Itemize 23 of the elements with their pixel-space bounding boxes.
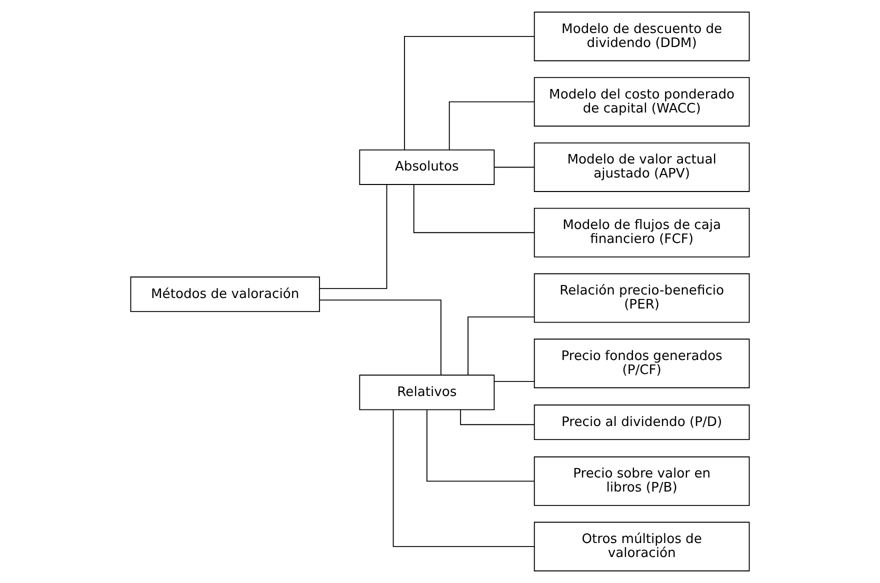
node-box: Relativos [359, 374, 495, 410]
connector [392, 409, 535, 548]
node-box: Otros múltiplos de valoración [534, 522, 750, 572]
connector [426, 409, 535, 482]
node-box: Precio al dividendo (P/D) [534, 404, 750, 440]
node-box: Precio fondos generados (P/CF) [534, 338, 750, 388]
connector [494, 380, 535, 382]
connector [319, 300, 442, 376]
node-box: Modelo de descuento de dividendo (DDM) [534, 12, 750, 62]
connector [404, 36, 535, 150]
connector [460, 410, 535, 426]
node-box: Precio sobre valor en libros (P/B) [534, 456, 750, 506]
node-box: Modelo de flujos de caja financiero (FCF) [534, 208, 750, 258]
node-box: Modelo de valor actual ajustado (APV) [534, 142, 750, 192]
connector [319, 184, 388, 289]
node-box: Métodos de valoración [130, 276, 320, 312]
node-box: Relación precio-beneficio (PER) [534, 273, 750, 323]
node-box: Absolutos [359, 149, 495, 185]
connector [448, 101, 535, 150]
node-box: Modelo del costo ponderado de capital (WACC) [534, 77, 750, 127]
connector [413, 184, 535, 234]
connector [468, 316, 535, 376]
connector [494, 166, 535, 168]
